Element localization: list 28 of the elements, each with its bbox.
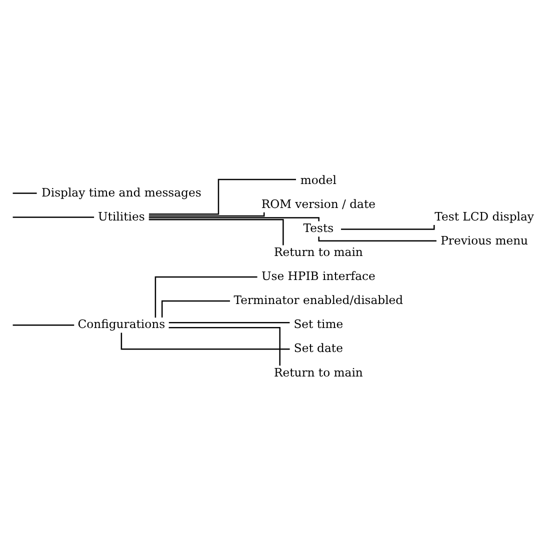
node-text: Set time [294, 316, 344, 331]
connector [161, 300, 230, 317]
node-text: Set date [294, 340, 343, 355]
node-text: Use HPIB interface [261, 268, 376, 283]
connector [120, 332, 290, 350]
node-text: Return to main [274, 244, 363, 259]
connector [148, 178, 296, 214]
connector [148, 218, 284, 245]
connector [12, 192, 37, 194]
node-text: model [300, 172, 336, 186]
connector [318, 236, 436, 242]
node-text: Test LCD display [434, 208, 534, 223]
node-text: Return to main [274, 364, 363, 379]
node-text: Previous menu [440, 232, 528, 247]
connector [148, 212, 265, 216]
connector [148, 216, 320, 221]
connector [168, 326, 280, 366]
connector [168, 322, 290, 323]
node-text: Tests [303, 220, 334, 234]
node-text: Configurations [78, 316, 166, 331]
connector [12, 216, 94, 218]
node-text: ROM version / date [261, 196, 376, 210]
connector [154, 276, 258, 318]
connector [12, 324, 74, 326]
node-text: Utilities [98, 208, 145, 223]
node-text: Terminator enabled/disabled [234, 292, 404, 307]
node-text: Display time and messages [42, 184, 202, 199]
connector [341, 224, 435, 230]
